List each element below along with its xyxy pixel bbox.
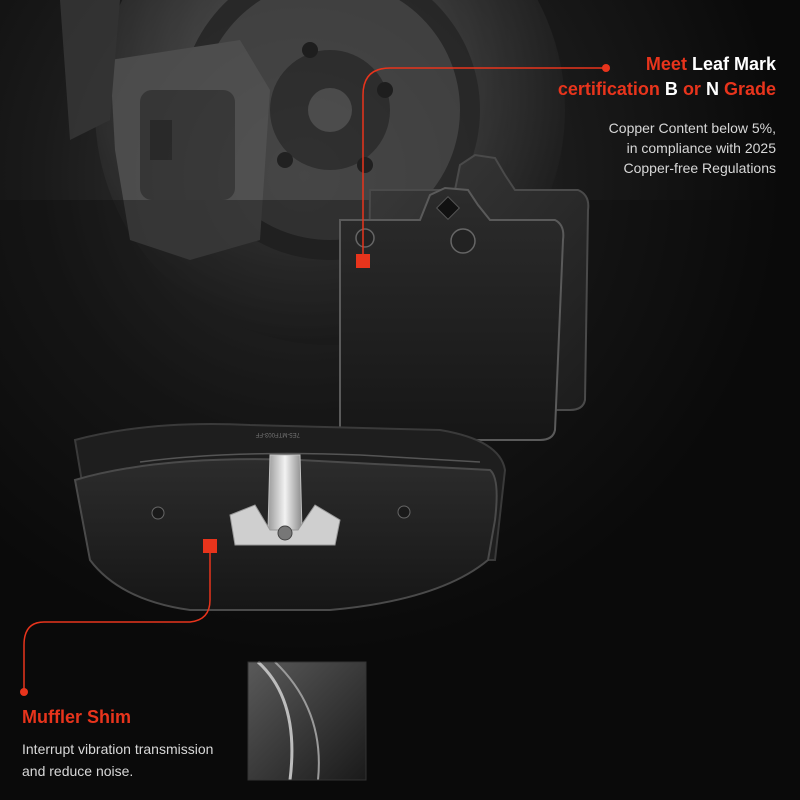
rear-brake-pad-front bbox=[339, 186, 565, 441]
headline-certification: certification bbox=[557, 79, 660, 99]
certification-description: Copper Content below 5%, in compliance w… bbox=[516, 118, 776, 178]
certification-callout-connector bbox=[356, 64, 610, 268]
headline-grade-n: N bbox=[705, 79, 719, 99]
headline-meet: Meet bbox=[645, 54, 687, 74]
muffler-shim-title: Muffler Shim bbox=[22, 707, 132, 727]
muffler-callout-connector bbox=[20, 539, 217, 696]
anti-rattle-clip bbox=[229, 454, 341, 546]
certification-marker bbox=[356, 254, 370, 268]
muffler-marker bbox=[203, 539, 217, 553]
description-line: Copper Content below 5%, bbox=[608, 120, 776, 136]
description-line: Interrupt vibration transmission bbox=[22, 741, 214, 757]
headline-leaf-mark: Leaf Mark bbox=[691, 54, 776, 74]
description-line: Copper-free Regulations bbox=[623, 160, 776, 176]
headline-grade: Grade bbox=[723, 79, 776, 99]
muffler-shim-closeup bbox=[247, 660, 367, 781]
headline-or: or bbox=[682, 79, 701, 99]
certification-headline: Meet Leaf Mark certification B or N Grad… bbox=[446, 52, 776, 102]
pad-marking-back: 7E5-MTF003-FF bbox=[255, 431, 300, 437]
description-line: in compliance with 2025 bbox=[626, 140, 776, 156]
description-line: and reduce noise. bbox=[22, 763, 134, 779]
headline-grade-b: B bbox=[664, 79, 678, 99]
muffler-shim-description: Interrupt vibration transmission and red… bbox=[22, 738, 252, 782]
